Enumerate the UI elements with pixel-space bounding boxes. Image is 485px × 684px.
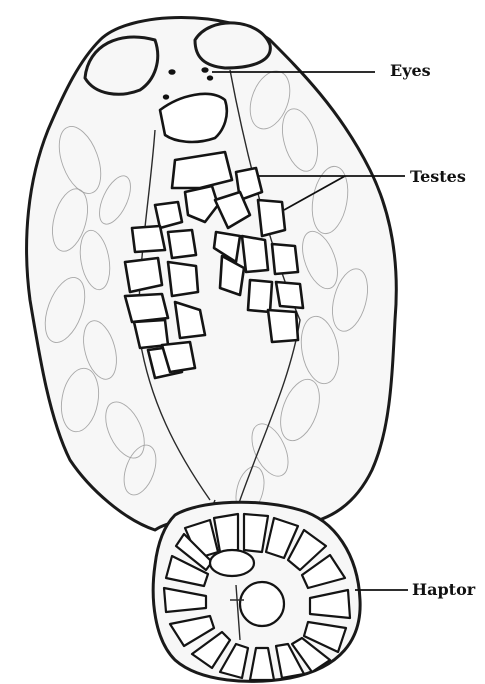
eye-1 (168, 69, 175, 75)
testis (248, 280, 272, 312)
cephalic-lobe-right (195, 23, 270, 68)
eye-4 (207, 75, 213, 80)
eye-2 (201, 67, 208, 73)
testis (268, 310, 298, 342)
testis (155, 202, 182, 228)
testis (125, 294, 168, 322)
haptor-central-disc (240, 582, 284, 626)
testes-label: Testes (410, 167, 466, 186)
haptor-upper-sclerite (210, 550, 254, 576)
testis (168, 262, 198, 296)
haptor-label: Haptor (412, 580, 476, 599)
testis (258, 200, 285, 236)
eye-3 (163, 94, 169, 99)
testis (276, 282, 303, 308)
testis (168, 230, 196, 258)
testis (132, 226, 165, 252)
testis (242, 236, 268, 272)
haptor-group (153, 502, 360, 681)
testis (272, 244, 298, 274)
eyes-label: Eyes (390, 61, 431, 80)
testis (125, 258, 162, 292)
